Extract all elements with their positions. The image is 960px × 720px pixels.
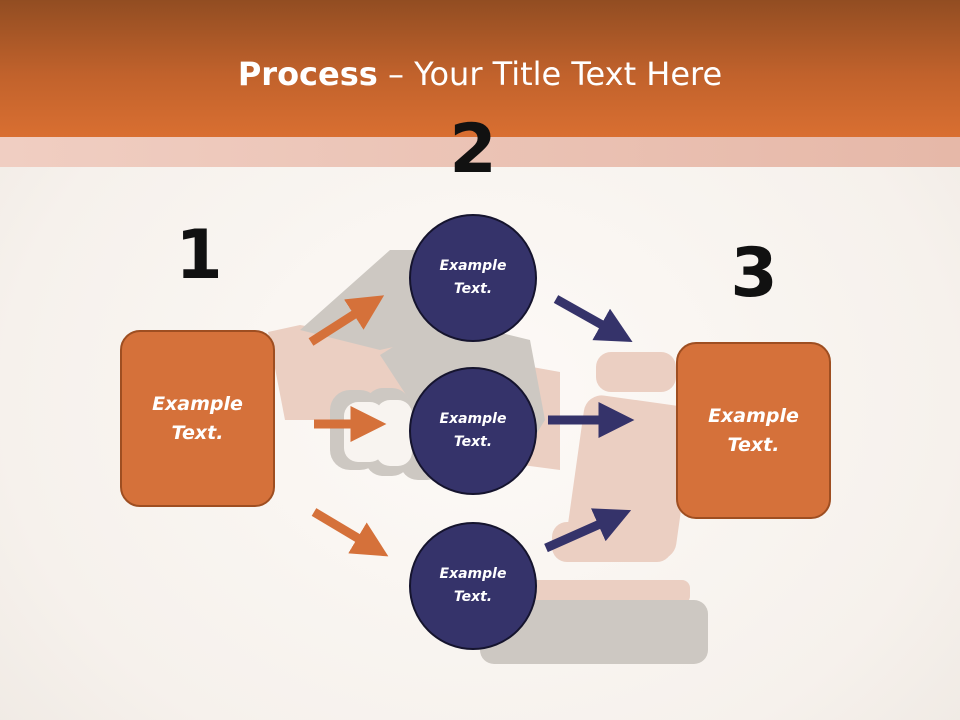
slide-title: Process – Your Title Text Here <box>0 52 960 96</box>
arrow-bottom-to-3 <box>544 508 632 553</box>
title-rest: – Your Title Text Here <box>377 55 723 93</box>
step-2-circle-middle: Example Text. <box>409 367 537 495</box>
step-1-box-label: Example Text. <box>152 392 243 444</box>
header-bar <box>0 0 960 137</box>
title-bold: Process <box>237 55 378 93</box>
step-2-circle-top: Example Text. <box>409 214 537 342</box>
circle-bottom-label: Example Text. <box>439 566 507 605</box>
arrow-1-to-bottom <box>311 508 389 557</box>
step-2-circle-bottom: Example Text. <box>409 522 537 650</box>
step-number-2: 2 <box>449 110 497 189</box>
step-number-1: 1 <box>175 216 223 295</box>
step-3-box-label: Example Text. <box>708 404 799 456</box>
step-number-3: 3 <box>730 234 778 313</box>
circle-middle-label: Example Text. <box>439 411 507 450</box>
header-band <box>0 137 960 167</box>
circle-top-label: Example Text. <box>439 258 507 297</box>
arrow-1-to-top <box>308 295 385 346</box>
step-1-box: Example Text. <box>120 330 275 507</box>
arrow-top-to-3 <box>553 295 633 343</box>
step-3-box: Example Text. <box>676 342 831 519</box>
